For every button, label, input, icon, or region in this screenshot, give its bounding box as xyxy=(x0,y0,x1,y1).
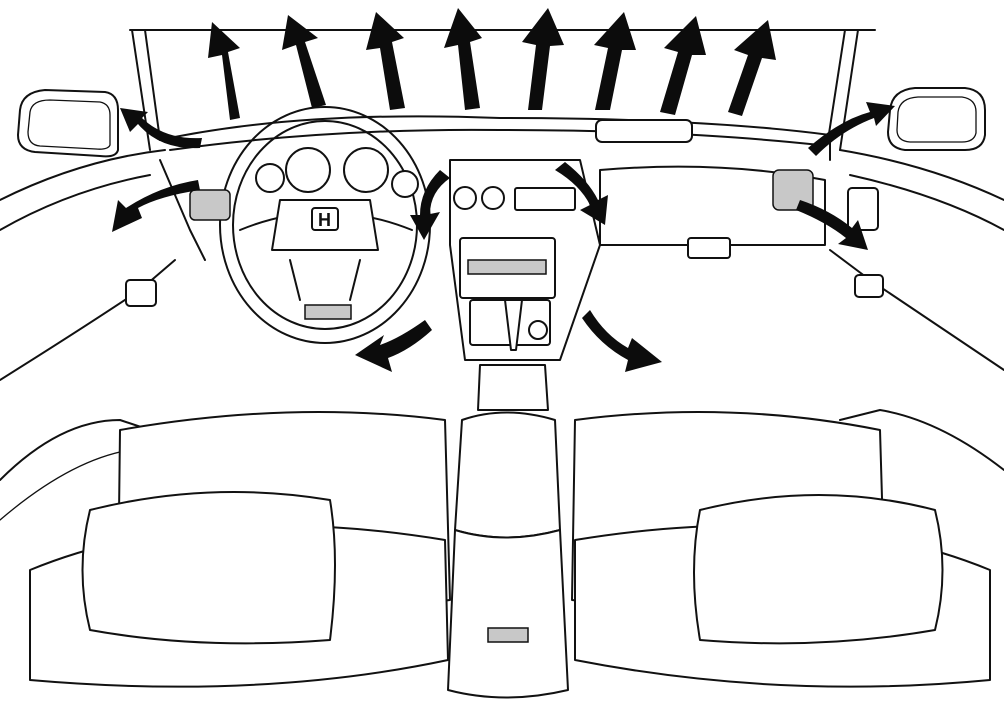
steering-column-panel xyxy=(305,305,351,319)
left-window-switch xyxy=(126,280,156,306)
steering-wheel: H xyxy=(220,107,430,343)
climate-buttons xyxy=(515,188,575,210)
left-side-vent xyxy=(190,190,230,220)
airflow-arrow-2 xyxy=(282,15,326,108)
defrost-airflow-arrows xyxy=(208,8,776,120)
airflow-arrow-5 xyxy=(522,8,564,110)
right-headrest xyxy=(694,495,943,643)
airflow-arrow-3 xyxy=(366,12,405,110)
tachometer-gauge xyxy=(256,164,284,192)
airflow-arrow-right-mirror xyxy=(808,102,895,156)
right-window-switch xyxy=(855,275,883,297)
airflow-arrow-6 xyxy=(594,12,636,110)
right-door-handle xyxy=(848,188,878,230)
climate-knob-right xyxy=(482,187,504,209)
rear-console-vent xyxy=(488,628,528,642)
radio-display xyxy=(468,260,546,274)
climate-knob-left xyxy=(454,187,476,209)
honda-logo-letter: H xyxy=(318,210,331,230)
left-headrest xyxy=(83,492,336,643)
right-front-seat xyxy=(572,412,990,687)
rpm-gauge xyxy=(344,148,388,192)
lighter-knob xyxy=(529,321,547,339)
fuel-gauge xyxy=(392,171,418,197)
center-stack xyxy=(450,160,600,410)
left-side-mirror xyxy=(18,90,118,156)
airflow-arrow-8 xyxy=(728,20,776,116)
center-armrest xyxy=(448,413,568,698)
airflow-arrow-1 xyxy=(208,22,240,120)
left-front-seat xyxy=(30,412,450,687)
airflow-arrow-driver-foot xyxy=(355,320,432,372)
airflow-arrow-left-mirror xyxy=(120,108,202,148)
defroster-vent xyxy=(596,120,692,142)
right-door-panel xyxy=(830,150,1004,470)
right-side-mirror xyxy=(888,88,985,150)
glovebox-handle xyxy=(688,238,730,258)
airflow-arrow-passenger-foot xyxy=(582,310,662,372)
speedometer-gauge xyxy=(286,148,330,192)
airflow-arrow-4 xyxy=(444,8,482,110)
